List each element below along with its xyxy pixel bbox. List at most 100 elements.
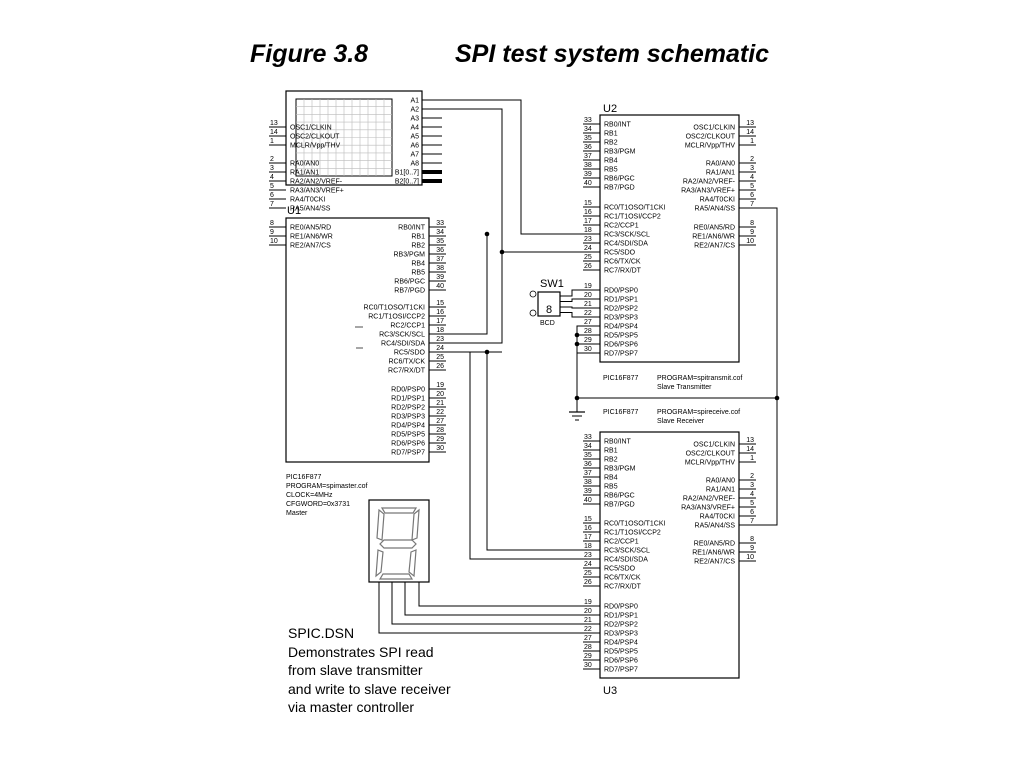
u1-ref: U1	[287, 205, 301, 217]
glcd-pin-label: B1[0..7]	[395, 170, 419, 177]
figure-label: Figure 3.8	[250, 40, 369, 68]
pin-label: RA5/AN4/SS	[695, 206, 736, 213]
sw1-label: BCD	[540, 320, 555, 327]
pin-label: RC0/T1OSO/T1CKI	[604, 205, 666, 212]
pin-number: 28	[584, 328, 592, 335]
glcd-module	[285, 90, 423, 186]
pin-number: 14	[746, 446, 754, 453]
pin-label: RD1/PSP1	[604, 613, 638, 620]
glcd-pin-label: A4	[410, 125, 419, 132]
glcd-pin-label: A5	[410, 134, 419, 141]
pin-number: 33	[584, 117, 592, 124]
u3-note: PROGRAM=spireceive.cof	[657, 409, 740, 416]
wire	[378, 582, 583, 634]
pin-number: 7	[270, 201, 274, 208]
pin-label: RA0/AN0	[706, 161, 735, 168]
pin-label: RD3/PSP3	[391, 414, 425, 421]
pin-number: 5	[750, 500, 754, 507]
description-line: and write to slave receiver	[288, 680, 451, 697]
pin-label: RC2/CCP1	[604, 539, 639, 546]
pin-number: 9	[750, 545, 754, 552]
pin-number: 2	[750, 156, 754, 163]
pin-number: 29	[436, 436, 444, 443]
junction-dot	[484, 231, 490, 237]
pin-number: 25	[436, 354, 444, 361]
pin-number: 4	[750, 174, 754, 181]
pin-label: RD3/PSP3	[604, 631, 638, 638]
pin-number: 19	[436, 382, 444, 389]
pin-label: RC5/SDO	[394, 350, 426, 357]
pin-number: 40	[436, 283, 444, 290]
glcd-pin-label: A2	[410, 107, 419, 114]
segment	[379, 539, 417, 549]
u1-note: Master	[286, 510, 308, 517]
pin-label: RD2/PSP2	[604, 622, 638, 629]
pin-number: 20	[436, 391, 444, 398]
pin-label: RA1/AN1	[290, 170, 319, 177]
pin-label: RC1/T1OSI/CCP2	[368, 314, 425, 321]
pin-label: RB2	[604, 140, 618, 147]
pin-label: RC4/SDI/SDA	[604, 241, 648, 248]
pin-number: 3	[750, 165, 754, 172]
pin-label: RB1	[411, 234, 425, 241]
u1-note: CLOCK=4MHz	[286, 492, 333, 499]
wire	[469, 352, 583, 560]
pin-label: RB6/PGC	[604, 493, 635, 500]
pin-label: RB0/INT	[604, 122, 632, 129]
pin-label: RA4/T0CKI	[290, 197, 325, 204]
pin-number: 38	[584, 479, 592, 486]
wire	[404, 582, 583, 616]
pin-number: 28	[584, 644, 592, 651]
u2-chip	[599, 114, 740, 363]
u1-note: PROGRAM=spimaster.cof	[286, 483, 368, 490]
pin-number: 16	[436, 309, 444, 316]
pin-number: 1	[750, 138, 754, 145]
pin-number: 36	[584, 461, 592, 468]
wire	[756, 207, 778, 398]
pin-number: 38	[436, 265, 444, 272]
pin-label: RB5	[411, 270, 425, 277]
pin-label: RA3/AN3/VREF+	[681, 505, 735, 512]
pin-number: 16	[584, 209, 592, 216]
pin-label: RB1	[604, 448, 618, 455]
pin-label: RB7/PGD	[394, 288, 425, 295]
pin-number: 33	[584, 434, 592, 441]
pin-number: 24	[584, 245, 592, 252]
pin-number: 14	[270, 129, 278, 136]
pin-label: RB2	[411, 243, 425, 250]
pin-label: MCLR/Vpp/THV	[685, 460, 736, 467]
sw1-down-button	[529, 309, 537, 317]
pin-label: RA2/AN2/VREF-	[290, 179, 343, 186]
pin-label: OSC1/CLKIN	[693, 125, 735, 132]
sw1-up-button	[529, 290, 537, 298]
glcd-pin-label: A8	[410, 161, 419, 168]
pin-label: RC3/SCK/SCL	[604, 548, 650, 555]
glcd-pin-label: A3	[410, 116, 419, 123]
pin-number: 6	[270, 192, 274, 199]
u1-part: PIC16F877	[286, 474, 322, 481]
pin-number: 3	[750, 482, 754, 489]
pin-number: 13	[270, 120, 278, 127]
segment	[375, 549, 384, 578]
pin-label: RC6/TX/CK	[388, 359, 425, 366]
pin-number: 21	[584, 617, 592, 624]
pin-number: 9	[750, 229, 754, 236]
description-line: Demonstrates SPI read	[288, 643, 434, 660]
junction-dot	[499, 249, 505, 255]
pin-label: RD0/PSP0	[604, 604, 638, 611]
pin-number: 16	[584, 525, 592, 532]
pin-label: RA4/T0CKI	[700, 514, 735, 521]
pin-label: RD6/PSP6	[604, 658, 638, 665]
pin-number: 22	[584, 626, 592, 633]
glcd-pin-label: A7	[410, 152, 419, 159]
pin-number: 15	[584, 200, 592, 207]
pin-number: 2	[270, 156, 274, 163]
segment	[380, 507, 418, 514]
pin-label: RD6/PSP6	[391, 441, 425, 448]
pin-label: RC6/TX/CK	[604, 575, 641, 582]
pin-label: RD4/PSP4	[604, 640, 638, 647]
pin-number: 17	[436, 318, 444, 325]
segment	[376, 508, 385, 541]
pin-label: RC7/RX/DT	[388, 368, 426, 375]
pin-label: RD1/PSP1	[604, 297, 638, 304]
